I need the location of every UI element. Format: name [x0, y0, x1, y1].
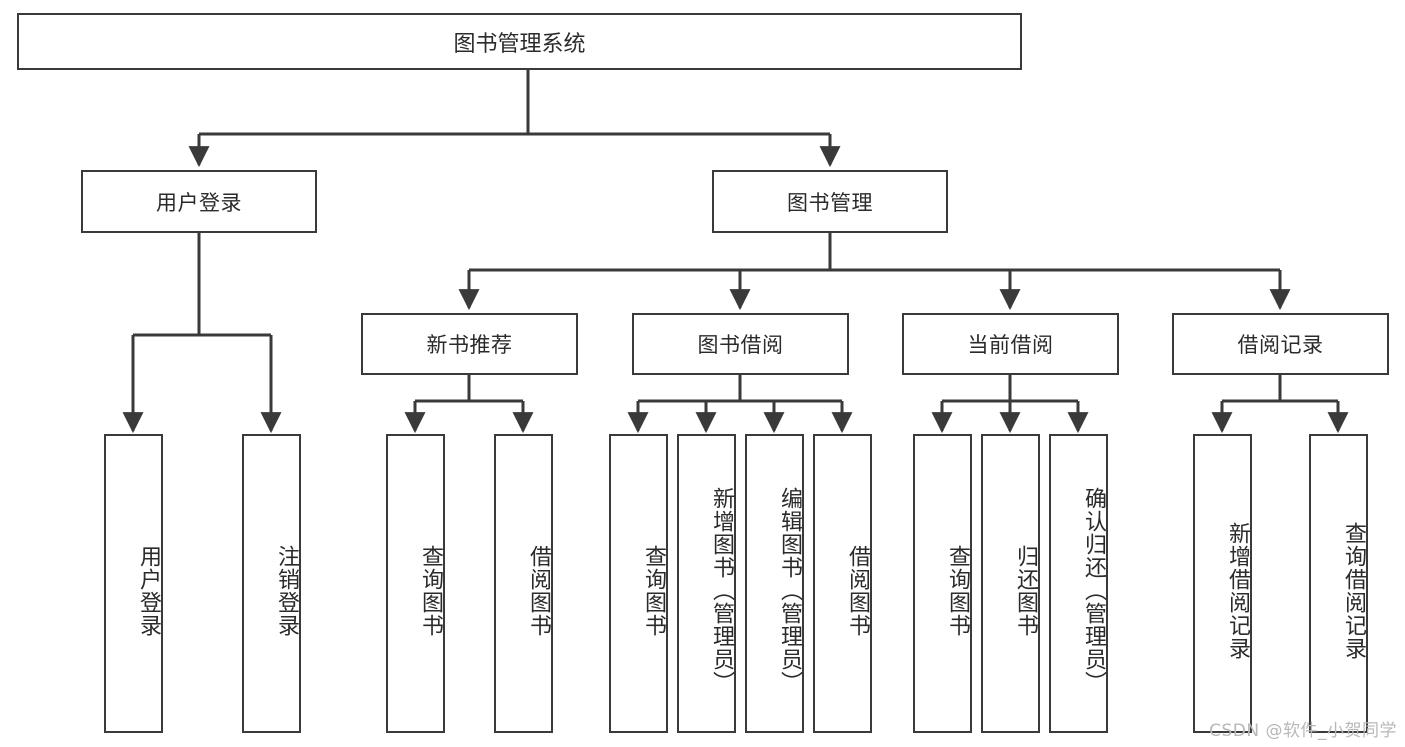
- leaf-current-return-book[interactable]: 归还图书: [981, 434, 1040, 733]
- node-current-borrow[interactable]: 当前借阅: [902, 313, 1119, 375]
- node-label: 新增借阅记录: [1225, 521, 1250, 660]
- node-label: 新增图书（管理员）: [709, 487, 734, 694]
- node-label: 查询图书: [418, 544, 443, 637]
- node-label: 借阅图书: [526, 544, 551, 637]
- node-label: 新书推荐: [426, 333, 513, 357]
- node-book-borrow[interactable]: 图书借阅: [632, 313, 849, 375]
- leaf-borrow-edit-book-admin[interactable]: 编辑图书（管理员）: [745, 434, 804, 733]
- node-label: 用户登录: [156, 190, 242, 215]
- node-label: 图书借阅: [697, 333, 784, 357]
- node-label: 归还图书: [1013, 544, 1038, 637]
- leaf-borrow-borrow-book[interactable]: 借阅图书: [813, 434, 872, 733]
- leaf-user-login-signout[interactable]: 注销登录: [242, 434, 301, 733]
- node-label: 查询图书: [641, 544, 666, 637]
- node-label: 当前借阅: [967, 333, 1054, 357]
- leaf-record-add-record[interactable]: 新增借阅记录: [1193, 434, 1252, 733]
- node-label: 注销登录: [274, 544, 299, 637]
- node-book-management[interactable]: 图书管理: [712, 170, 948, 233]
- node-borrow-record[interactable]: 借阅记录: [1172, 313, 1389, 375]
- node-label: 图书管理: [787, 190, 873, 215]
- leaf-borrow-add-book-admin[interactable]: 新增图书（管理员）: [677, 434, 736, 733]
- node-label: 编辑图书（管理员）: [777, 487, 802, 694]
- node-label: 借阅记录: [1237, 333, 1324, 357]
- node-label: 查询借阅记录: [1341, 521, 1366, 660]
- node-label: 用户登录: [136, 544, 161, 637]
- leaf-record-query-record[interactable]: 查询借阅记录: [1309, 434, 1368, 733]
- node-label: 确认归还（管理员）: [1081, 487, 1106, 694]
- node-label: 借阅图书: [845, 544, 870, 637]
- leaf-recommend-query-book[interactable]: 查询图书: [386, 434, 445, 733]
- leaf-recommend-borrow-book[interactable]: 借阅图书: [494, 434, 553, 733]
- node-label: 查询图书: [945, 544, 970, 637]
- leaf-current-query-book[interactable]: 查询图书: [913, 434, 972, 733]
- node-user-login[interactable]: 用户登录: [81, 170, 317, 233]
- leaf-current-confirm-return-admin[interactable]: 确认归还（管理员）: [1049, 434, 1108, 733]
- watermark: CSDN @软件_小贺同学: [1209, 721, 1397, 741]
- node-root-system[interactable]: 图书管理系统: [17, 13, 1022, 70]
- leaf-borrow-query-book[interactable]: 查询图书: [609, 434, 668, 733]
- node-new-book-recommend[interactable]: 新书推荐: [361, 313, 578, 375]
- node-label: 图书管理系统: [453, 31, 586, 57]
- leaf-user-login-signin[interactable]: 用户登录: [104, 434, 163, 733]
